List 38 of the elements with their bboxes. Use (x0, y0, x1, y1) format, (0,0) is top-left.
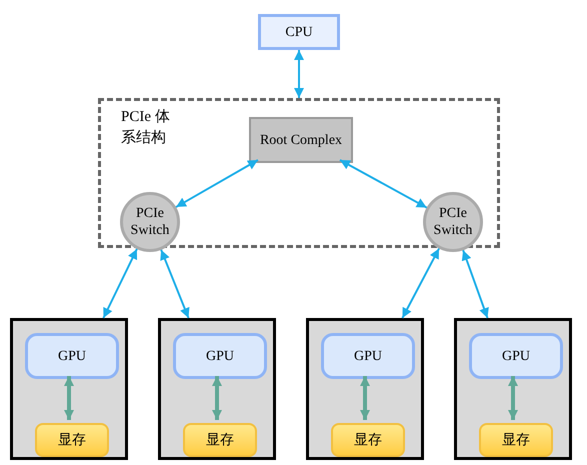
memory-box (331, 423, 405, 457)
arrow (360, 376, 370, 420)
node-label: CPU (285, 24, 313, 42)
gpu-box (469, 333, 563, 379)
node-label: 显存 (502, 432, 530, 450)
arrow (294, 50, 304, 98)
node-label: 显存 (58, 432, 86, 450)
node-label: 显存 (354, 432, 382, 450)
node-label: PCIe 体系结构 (121, 108, 171, 148)
arrow (508, 376, 518, 420)
card-box (158, 318, 276, 460)
node-label: PCIe Switch (130, 204, 170, 240)
gpu-box (25, 333, 119, 379)
arrow (64, 376, 74, 420)
card-box (10, 318, 128, 460)
gpu-box (173, 333, 267, 379)
gpu-box (321, 333, 415, 379)
node-label: GPU (206, 348, 234, 366)
card-box (306, 318, 424, 460)
arrow (160, 249, 190, 318)
memory-box (35, 423, 109, 457)
node-label: GPU (58, 348, 86, 366)
arrow (462, 250, 489, 318)
arrow (212, 376, 222, 420)
node-label: Root Complex (260, 132, 342, 150)
arrow (402, 248, 440, 318)
arrow (176, 159, 258, 208)
memory-box (479, 423, 553, 457)
card-box (454, 318, 572, 460)
node-label: GPU (354, 348, 382, 366)
process-box (258, 14, 340, 50)
arrow (339, 159, 428, 208)
node-label: PCIe Switch (432, 204, 474, 240)
node-label: GPU (502, 348, 530, 366)
process-box (249, 117, 353, 163)
arrow (102, 248, 138, 318)
node-label: 显存 (206, 432, 234, 450)
memory-box (183, 423, 257, 457)
